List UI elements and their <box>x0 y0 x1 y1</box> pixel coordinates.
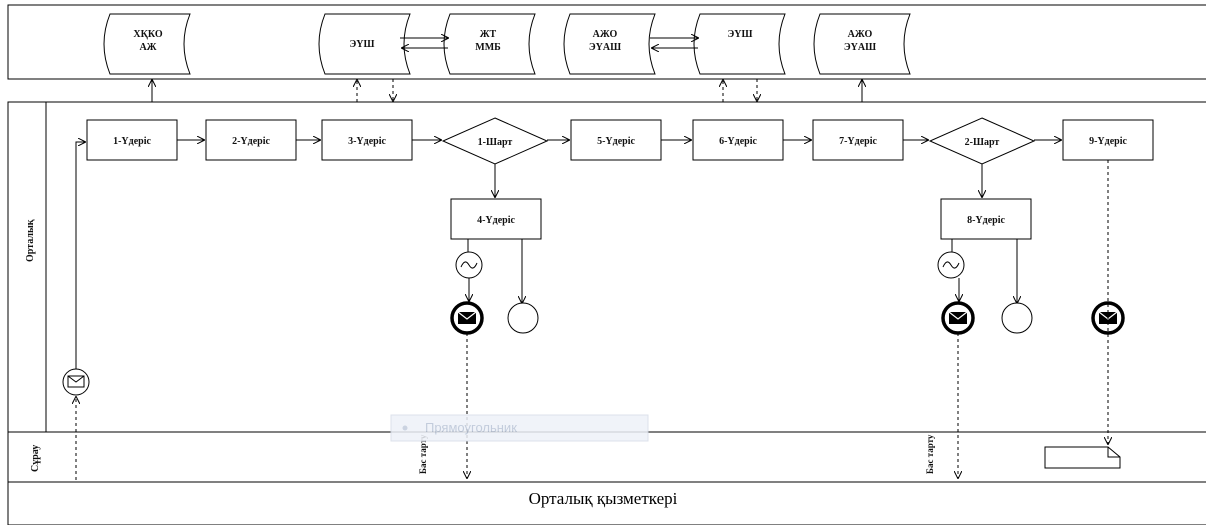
message-end-icon-1 <box>450 301 484 335</box>
message-end-icon-2 <box>941 301 975 335</box>
process-6: 6-Үдеріс <box>692 119 784 161</box>
system-eush-2: ЭҮШ <box>693 13 786 75</box>
rectangle-overlay-label: Прямоугольник <box>425 420 517 435</box>
system-azho-2-line2: ЭҮАШ <box>844 42 876 53</box>
timer-icon-1 <box>455 251 483 279</box>
end-event-1 <box>507 302 539 334</box>
system-azho-2-line1: АЖО <box>848 29 873 40</box>
system-zhtmmb: ЖТ ММБ <box>443 13 536 75</box>
system-zhtmmb-line2: ММБ <box>475 42 501 53</box>
process-8-label: 8-Үдеріс <box>967 215 1005 226</box>
process-9-label: 9-Үдеріс <box>1089 136 1127 147</box>
condition-1-label: 1-Шарт <box>478 137 513 148</box>
system-eush-2-label: ЭҮШ <box>728 29 753 40</box>
end-event-2 <box>1001 302 1033 334</box>
process-2-label: 2-Үдеріс <box>232 136 270 147</box>
process-4-label: 4-Үдеріс <box>477 215 515 226</box>
lane-label-applicant: Сұрау <box>30 445 41 472</box>
rectangle-overlay: Прямоугольник <box>390 414 649 442</box>
system-xkko-line1: ХҚКО <box>133 29 162 40</box>
process-6-label: 6-Үдеріс <box>719 136 757 147</box>
process-5: 5-Үдеріс <box>570 119 662 161</box>
system-eush-1: ЭҮШ <box>318 13 411 75</box>
system-azho-1-line1: АЖО <box>593 29 618 40</box>
system-azho-1-line2: ЭҮАШ <box>589 42 621 53</box>
system-xkko-line2: АЖ <box>139 42 156 53</box>
refusal-label-2: Бас тарту <box>925 434 935 474</box>
system-eush-1-label: ЭҮШ <box>350 39 375 50</box>
process-8: 8-Үдеріс <box>940 198 1032 240</box>
process-4: 4-Үдеріс <box>450 198 542 240</box>
system-xkko: ХҚКО АЖ <box>103 13 191 75</box>
process-7: 7-Үдеріс <box>812 119 904 161</box>
process-9: 9-Үдеріс <box>1062 119 1154 161</box>
lane-label-employee: Орталық қызметкері <box>529 489 678 508</box>
refusal-label-1: Бас тарту <box>418 434 428 474</box>
process-2: 2-Үдеріс <box>205 119 297 161</box>
process-7-label: 7-Үдеріс <box>839 136 877 147</box>
system-zhtmmb-line1: ЖТ <box>480 29 497 40</box>
document-icon <box>1044 446 1121 469</box>
timer-icon-2 <box>937 251 965 279</box>
process-1: 1-Үдеріс <box>86 119 178 161</box>
message-start-icon <box>62 368 90 396</box>
system-azho-2: АЖО ЭҮАШ <box>813 13 911 75</box>
system-azho-1: АЖО ЭҮАШ <box>563 13 656 75</box>
process-3: 3-Үдеріс <box>321 119 413 161</box>
process-1-label: 1-Үдеріс <box>113 136 151 147</box>
process-3-label: 3-Үдеріс <box>348 136 386 147</box>
condition-2-label: 2-Шарт <box>965 137 1000 148</box>
process-5-label: 5-Үдеріс <box>597 136 635 147</box>
lane-label-center: Орталық <box>25 219 36 262</box>
employee-lane <box>7 481 1206 525</box>
